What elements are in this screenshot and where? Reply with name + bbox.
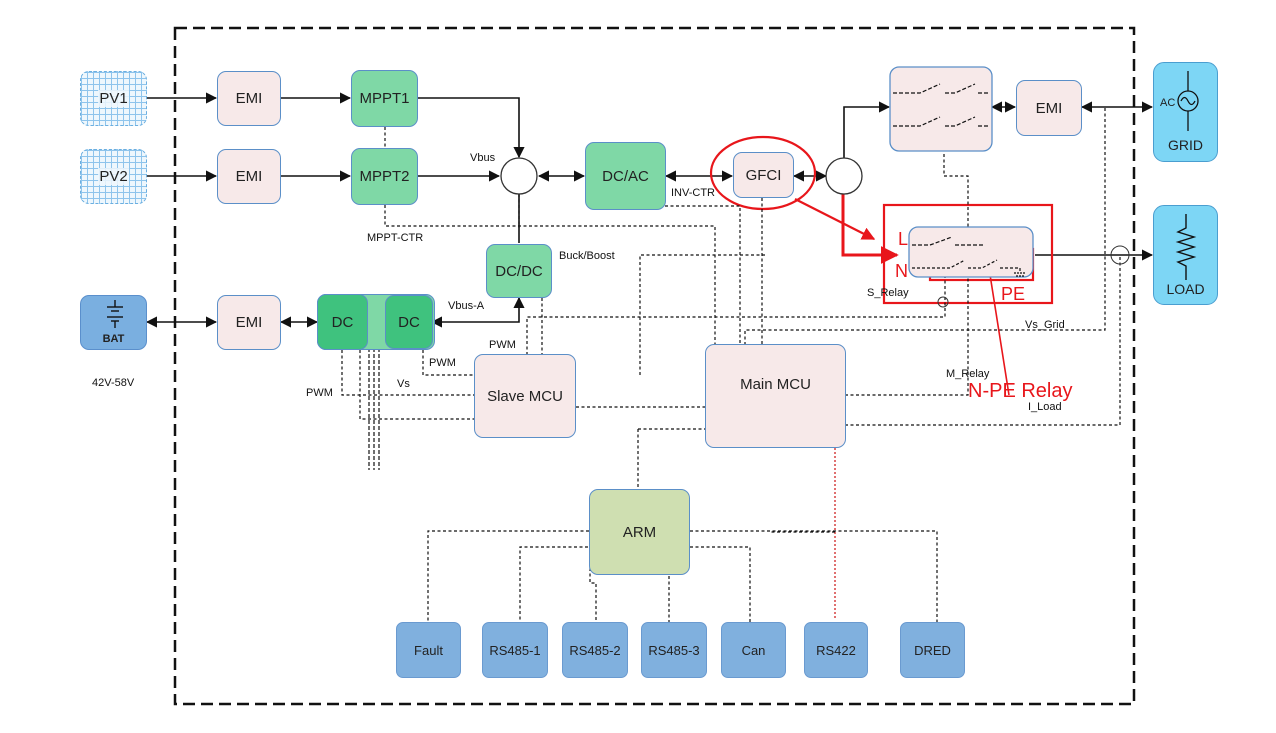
grid-terminal: AC GRID <box>1153 62 1218 162</box>
dcac-label: DC/AC <box>602 167 649 185</box>
gfci-label: GFCI <box>745 166 782 184</box>
buck-boost-label: Buck/Boost <box>559 250 615 262</box>
vbus-label: Vbus <box>470 152 496 164</box>
mppt1-block: MPPT1 <box>351 70 418 127</box>
main-mcu-label: Main MCU <box>740 376 811 393</box>
grid-ac-label: AC <box>1160 97 1176 109</box>
resistor-icon <box>1175 214 1197 280</box>
pv2-panel: PV2 <box>80 149 147 204</box>
m-relay-label: M_Relay <box>946 368 990 380</box>
mppt2-label: MPPT2 <box>359 168 410 185</box>
emi-grid: EMI <box>1016 80 1082 136</box>
load-sensor <box>1110 245 1130 265</box>
vs-grid-label: Vs_Grid <box>1025 319 1065 331</box>
mppt2-block: MPPT2 <box>351 148 418 205</box>
port-label: RS485-2 <box>569 642 621 658</box>
inverter-enclosure <box>173 26 1136 706</box>
battery-icon <box>107 300 123 328</box>
grid-label: GRID <box>1168 137 1203 153</box>
vbus-junction <box>500 157 538 195</box>
port-rs422: RS422 <box>804 622 868 678</box>
ac-junction <box>825 157 863 195</box>
inv-ctr-label: INV-CTR <box>671 187 715 199</box>
vbus-a-label: Vbus-A <box>448 300 485 312</box>
emi-pv1: EMI <box>217 71 281 126</box>
dc-label: DC <box>398 313 420 331</box>
pwm-label-dc: PWM <box>429 357 456 369</box>
battery-block: BAT <box>80 295 147 350</box>
emi-label: EMI <box>235 168 263 185</box>
pv2-label: PV2 <box>98 168 129 185</box>
port-can: Can <box>721 622 786 678</box>
emi-bat: EMI <box>217 295 281 350</box>
pwm-label-left: PWM <box>306 387 333 399</box>
npe-relay-annotation: N-PE Relay <box>968 380 1073 402</box>
signal-lines <box>341 107 1121 622</box>
dcdc-block: DC/DC <box>486 244 552 298</box>
port-label: Fault <box>414 642 443 658</box>
main-mcu-block: Main MCU <box>705 344 846 448</box>
pv1-label: PV1 <box>98 90 129 107</box>
port-label: RS485-1 <box>489 642 541 658</box>
port-dred: DRED <box>900 622 965 678</box>
port-rs485-1: RS485-1 <box>482 622 548 678</box>
arm-label: ARM <box>622 523 657 541</box>
emi-pv2: EMI <box>217 149 281 204</box>
mppt1-label: MPPT1 <box>359 90 410 107</box>
emi-label: EMI <box>235 90 263 107</box>
port-label: RS422 <box>816 642 856 658</box>
port-label: RS485-3 <box>648 642 700 658</box>
vs-label: Vs <box>397 378 410 390</box>
grid-relay <box>889 66 993 152</box>
grid-relay-switches <box>893 83 990 127</box>
bat-voltage-label: 42V-58V <box>92 377 135 389</box>
l-annotation: L <box>898 229 909 249</box>
load-relay <box>908 226 1034 278</box>
port-label: Can <box>741 642 766 658</box>
bat-bus-lines <box>368 294 380 470</box>
gfci-block: GFCI <box>733 152 794 198</box>
arm-block: ARM <box>589 489 690 575</box>
port-fault: Fault <box>396 622 461 678</box>
pe-annotation: PE <box>1001 284 1026 304</box>
dcdc-label: DC/DC <box>495 262 543 280</box>
slave-mcu-label: Slave MCU <box>487 387 563 405</box>
load-relay-switches <box>912 236 1026 277</box>
pv1-panel: PV1 <box>80 71 147 126</box>
load-label: LOAD <box>1166 281 1205 297</box>
ac-source-icon <box>1177 71 1199 131</box>
port-rs485-3: RS485-3 <box>641 622 707 678</box>
port-label: DRED <box>914 642 951 658</box>
dc-block-right: DC <box>385 295 433 349</box>
s-relay-label: S_Relay <box>867 287 909 299</box>
bat-label: BAT <box>102 333 125 345</box>
dcac-block: DC/AC <box>585 142 666 210</box>
port-rs485-2: RS485-2 <box>562 622 628 678</box>
vsgrid-sensor <box>937 296 949 308</box>
emi-label: EMI <box>1035 99 1063 117</box>
load-terminal: LOAD <box>1153 205 1218 305</box>
dc-block-left: DC <box>317 294 368 350</box>
i-load-label: I_Load <box>1028 401 1062 413</box>
dc-label: DC <box>331 313 354 331</box>
mppt-ctr-label: MPPT-CTR <box>367 232 424 244</box>
n-annotation: N <box>895 261 908 281</box>
slave-mcu-block: Slave MCU <box>474 354 576 438</box>
pwm-label-dcdc: PWM <box>489 339 516 351</box>
emi-label: EMI <box>235 314 263 331</box>
